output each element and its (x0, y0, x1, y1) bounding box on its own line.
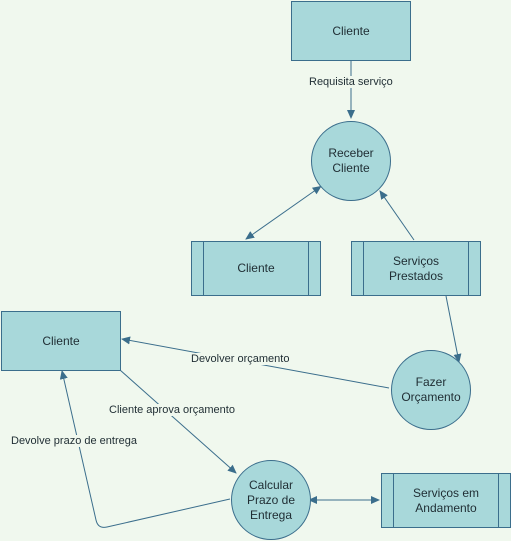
datastore-servicos-andamento[interactable]: Serviços em Andamento (381, 473, 511, 528)
node-label: Cliente (42, 333, 80, 348)
node-label: Fazer Orçamento (401, 375, 461, 404)
edge-calcular-to-cliente (59, 370, 231, 528)
node-label: Serviços em Andamento (412, 485, 480, 515)
process-receber-cliente[interactable]: Receber Cliente (311, 121, 391, 201)
node-label: Cliente (332, 23, 370, 38)
edge-servicos-to-receber (379, 190, 415, 241)
process-calcular-prazo[interactable]: Calcular Prazo de Entrega (231, 460, 311, 540)
process-fazer-orcamento[interactable]: Fazer Orçamento (391, 350, 471, 430)
node-label: Calcular Prazo de Entrega (246, 477, 296, 522)
edge-receber-cliente-store (245, 185, 322, 240)
edge-label-devolve-prazo: Devolve prazo de entrega (10, 435, 138, 447)
edge-cliente-to-calcular (119, 369, 237, 474)
node-label: Serviços Prestados (388, 253, 444, 283)
edge-servicos-to-fazer (445, 295, 462, 363)
entity-cliente-top[interactable]: Cliente (291, 1, 411, 61)
edge-label-devolver-orcamento: Devolver orçamento (190, 353, 291, 365)
edge-label-cliente-aprova: Cliente aprova orçamento (108, 404, 236, 416)
edge-label-requisita-servico: Requisita serviço (308, 76, 394, 88)
datastore-servicos-prestados[interactable]: Serviços Prestados (351, 241, 481, 296)
node-label: Receber Cliente (328, 146, 374, 175)
node-label: Cliente (237, 261, 275, 275)
entity-cliente-left[interactable]: Cliente (1, 311, 121, 371)
datastore-cliente[interactable]: Cliente (191, 241, 321, 296)
